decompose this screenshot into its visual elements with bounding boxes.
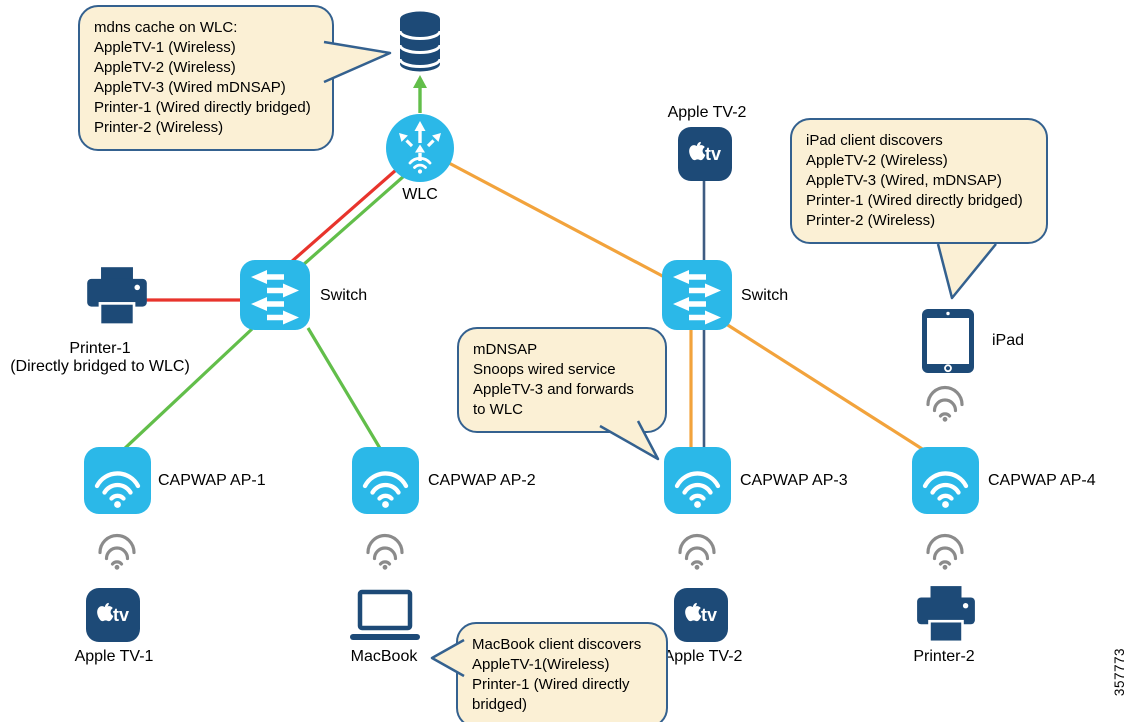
capwap-ap3-label: CAPWAP AP-3 (740, 472, 848, 489)
callout-line: AppleTV-3 (Wired mDNSAP) (94, 79, 286, 96)
apple-tv-logo-text: tv (705, 144, 721, 164)
capwap-ap1-icon (84, 447, 151, 514)
apple-tv2-top-label: Apple TV-2 (667, 104, 747, 121)
callout-mdns-cache: mdns cache on WLC: AppleTV-1 (Wireless) … (78, 5, 334, 151)
apple-tv1-label: Apple TV-1 (74, 648, 154, 665)
link-wlc-database-arrowhead (413, 75, 427, 88)
wifi-icon (363, 533, 407, 570)
printer1-label: Printer-1 (Directly bridged to WLC) (10, 340, 190, 376)
wifi-icon (923, 533, 967, 570)
callout-mdns-cache-tail (323, 40, 392, 84)
capwap-ap1-label: CAPWAP AP-1 (158, 472, 266, 489)
ipad-icon (922, 309, 974, 373)
callout-line: AppleTV-3 and forwards (473, 381, 634, 398)
apple-tv1-icon: tv (86, 588, 140, 642)
apple-tv2-bottom-label: Apple TV-2 (663, 648, 743, 665)
capwap-ap3-icon (664, 447, 731, 514)
callout-line: AppleTV-1 (Wireless) (94, 39, 236, 56)
wifi-icon (923, 385, 967, 422)
apple-tv2-top-icon: tv (678, 127, 732, 181)
callout-line: Printer-2 (Wireless) (94, 119, 224, 136)
callout-line: bridged) (472, 696, 528, 713)
macbook-icon (350, 589, 420, 640)
apple-tv-logo-text: tv (701, 605, 717, 625)
capwap-ap2-label: CAPWAP AP-2 (428, 472, 536, 489)
callout-macbook-discovers: MacBook client discovers AppleTV-1(Wirel… (456, 622, 668, 722)
capwap-ap2-icon (352, 447, 419, 514)
callout-line: mdns cache on WLC: (94, 19, 238, 36)
callout-line: Printer-1 (Wired directly (472, 676, 630, 693)
callout-line: MacBook client discovers (472, 636, 642, 653)
callout-line: AppleTV-2 (Wireless) (806, 152, 948, 169)
database-icon (398, 11, 442, 72)
callout-line: Snoops wired service (473, 361, 616, 378)
switch-left-icon (240, 260, 310, 330)
callout-line: to WLC (473, 401, 524, 418)
link-switchright-ap4 (722, 320, 928, 454)
callout-line: Printer-1 (Wired directly bridged) (806, 192, 1023, 209)
link-switchleft-ap2 (306, 327, 383, 451)
apple-tv2-bottom-icon: tv (674, 588, 728, 642)
link-switchleft-ap1 (121, 327, 254, 452)
wifi-icon (95, 533, 139, 570)
callout-macbook-discovers-tail (430, 638, 465, 678)
callout-line: Printer-1 (Wired directly bridged) (94, 99, 311, 116)
callout-line: AppleTV-1(Wireless) (472, 656, 610, 673)
printer1-label-line1: Printer-1 (69, 340, 131, 357)
capwap-ap4-icon (912, 447, 979, 514)
callout-line: AppleTV-3 (Wired, mDNSAP) (806, 172, 1002, 189)
callout-ipad-discovers-tail (936, 243, 997, 300)
callout-line: AppleTV-2 (Wireless) (94, 59, 236, 76)
capwap-ap4-label: CAPWAP AP-4 (988, 472, 1096, 489)
apple-tv-logo-text: tv (113, 605, 129, 625)
link-wlc-switchleft-red (288, 168, 398, 265)
switch-right-icon (662, 260, 732, 330)
printer2-icon (914, 585, 978, 645)
callout-mdnsap-tail (599, 420, 660, 461)
callout-line: mDNSAP (473, 341, 538, 358)
wlc-icon (386, 114, 454, 182)
callout-mdnsap: mDNSAP Snoops wired service AppleTV-3 an… (457, 327, 667, 433)
link-wlc-switchleft-green (301, 174, 406, 267)
switch-left-label: Switch (320, 287, 368, 304)
printer1-label-line2: (Directly bridged to WLC) (10, 358, 190, 375)
callout-line: iPad client discovers (806, 132, 943, 149)
wlc-label: WLC (402, 186, 438, 203)
printer1-icon (84, 266, 150, 328)
macbook-label: MacBook (350, 648, 418, 665)
switch-right-label: Switch (741, 287, 789, 304)
callout-ipad-discovers: iPad client discovers AppleTV-2 (Wireles… (790, 118, 1048, 244)
callout-line: Printer-2 (Wireless) (806, 212, 936, 229)
link-wlc-switchright (446, 160, 671, 282)
ipad-label: iPad (992, 332, 1025, 349)
wifi-icon (675, 533, 719, 570)
figure-number: 357773 (1112, 648, 1127, 697)
printer2-label: Printer-2 (913, 648, 975, 665)
